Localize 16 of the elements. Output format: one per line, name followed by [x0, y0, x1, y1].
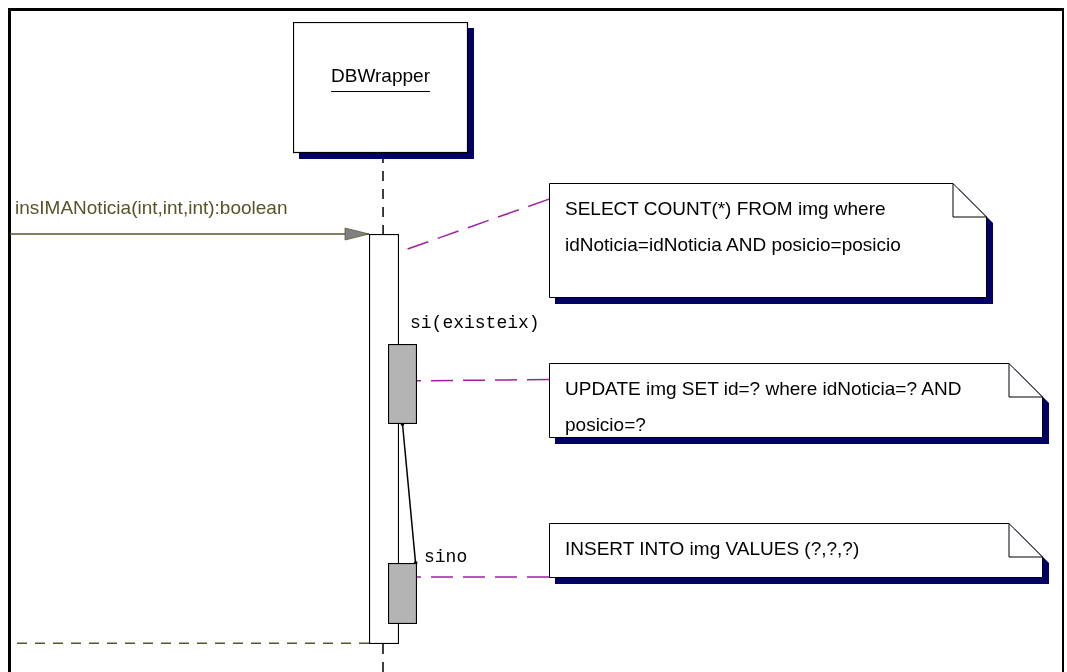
- condition-label: si(existeix): [410, 312, 540, 334]
- object-name: DBWrapper: [330, 64, 431, 88]
- condition-label: sino: [424, 546, 468, 568]
- message-arrow: [9, 227, 370, 241]
- note-text: INSERT INTO img VALUES (?,?,?): [565, 537, 861, 561]
- note-box: [549, 363, 1049, 444]
- note-anchor-line: [416, 378, 550, 382]
- activation-bar: [388, 563, 417, 624]
- branch-line: [400, 422, 418, 565]
- note-text: SELECT COUNT(*) FROM img where idNoticia=idNoticia AND posicio=posicio: [565, 197, 902, 257]
- object-box: [293, 22, 474, 159]
- note-box: [549, 183, 993, 304]
- note-anchor-line: [416, 576, 550, 578]
- note-box: [549, 523, 1049, 584]
- note-text: UPDATE img SET id=? where idNoticia=? AND posicio=?: [565, 377, 963, 437]
- activation-bar: [388, 344, 417, 424]
